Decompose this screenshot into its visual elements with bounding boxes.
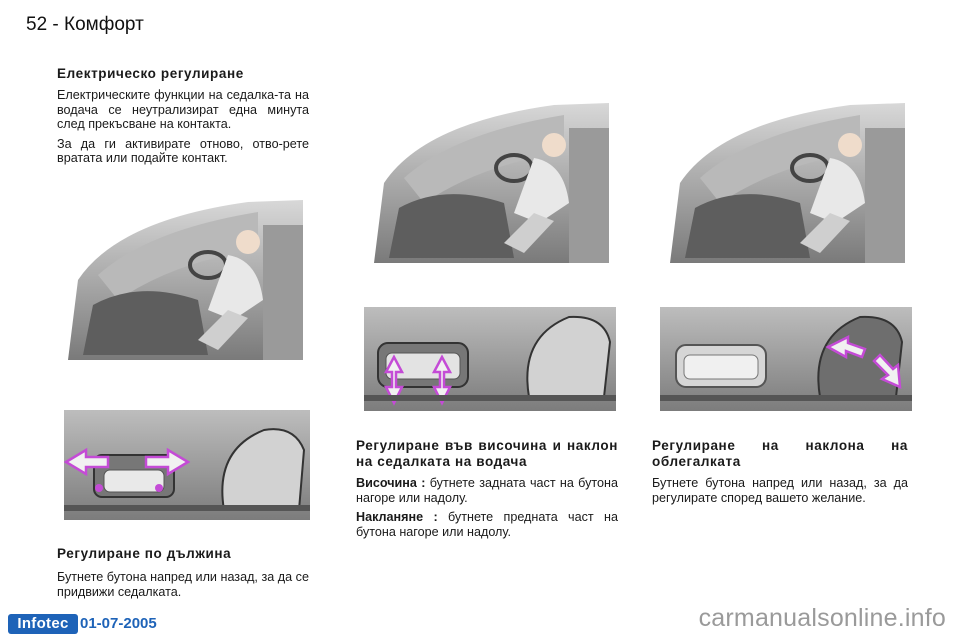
backrest-body: Бутнете бутона напред или назад, за да р… xyxy=(652,476,908,505)
height-body: бутнете задната част на бутона нагоре ил… xyxy=(356,476,618,505)
tilt-paragraph: Накланяне : бутнете предната част на бут… xyxy=(356,510,618,539)
page-number: 52 xyxy=(26,14,48,35)
tilt-body: бутнете предната част на бутона нагоре и… xyxy=(356,510,618,539)
height-tilt-button-illustration xyxy=(364,307,616,411)
watermark: carmanualsonline.info xyxy=(698,604,946,632)
infotec-logo: Infotec xyxy=(8,614,78,634)
length-button-illustration xyxy=(64,410,310,520)
backrest-section: Регулиране на наклона на облегалката Бут… xyxy=(652,438,908,510)
page-header: 52 - Комфорт xyxy=(26,14,144,36)
car-interior-illustration-right xyxy=(660,93,912,273)
header-separator: - xyxy=(52,14,59,35)
height-tilt-section: Регулиране във височина и наклон на седа… xyxy=(356,438,618,544)
car-interior-illustration-left xyxy=(58,190,310,370)
length-heading: Регулиране по дължина xyxy=(57,546,232,561)
intro-paragraph-1: Електрическите функции на седалка-та на … xyxy=(57,88,309,132)
intro-heading: Електрическо регулиране xyxy=(57,66,244,81)
backrest-heading: Регулиране на наклона на облегалката xyxy=(652,438,908,469)
length-section: Регулиране по дължина Бутнете бутона нап… xyxy=(57,546,309,604)
height-paragraph: Височина : бутнете задната част на бутон… xyxy=(356,476,618,505)
height-tilt-heading: Регулиране във височина и наклон на седа… xyxy=(356,438,618,469)
tilt-term: Накланяне : xyxy=(356,510,438,525)
section-title: Комфорт xyxy=(64,14,144,35)
height-term: Височина : xyxy=(356,476,426,490)
footer-date: 01-07-2005 xyxy=(80,615,157,632)
length-body: Бутнете бутона напред или назад, за да с… xyxy=(57,570,309,599)
intro-section: Електрическо регулиране Електрическите ф… xyxy=(57,66,309,171)
intro-paragraph-2: За да ги активирате отново, отво-рете вр… xyxy=(57,136,309,166)
backrest-button-illustration xyxy=(660,307,912,411)
car-interior-illustration-middle xyxy=(364,93,616,273)
